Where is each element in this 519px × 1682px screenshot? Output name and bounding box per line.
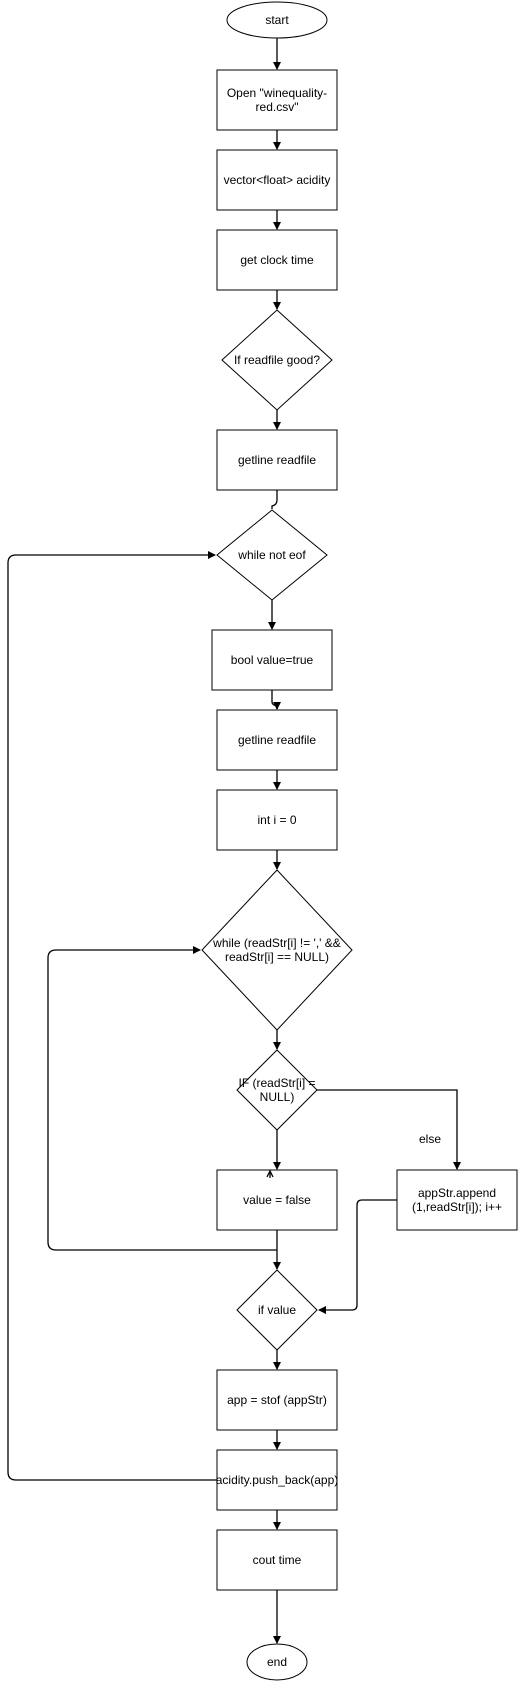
get-clock-box — [216, 229, 338, 291]
cout-time-label: cout time — [252, 1553, 302, 1567]
getline-readfile-label-2: getline readfile — [237, 733, 317, 747]
append-box — [396, 1169, 518, 1231]
stof-box — [216, 1369, 338, 1431]
get-clock-label: get clock time — [240, 253, 314, 267]
open-file-box — [216, 69, 338, 131]
edge-getline1-while — [271, 490, 278, 509]
getline-readfile-box-2 — [216, 709, 338, 771]
if-readfile-good-label: If readfile good? — [233, 353, 321, 367]
stof-label: app = stof (appStr) — [227, 1393, 327, 1407]
if-value-label: if value — [257, 1303, 297, 1317]
append-label: appStr.append (1,readStr[i]); i++ — [411, 1186, 503, 1214]
if-null-label: IF (readStr[i] = NULL) — [238, 1076, 316, 1104]
value-false-label: value = false — [243, 1193, 311, 1207]
else-label: else — [418, 1132, 441, 1146]
edge-append-ifvalue — [318, 1199, 397, 1314]
open-file-label: Open "winequality-red.csv" — [226, 86, 328, 114]
push-back-label: acidity.push_back(app) — [215, 1473, 339, 1487]
bool-value-box — [211, 629, 333, 691]
while-not-eof-label: while not eof — [238, 548, 306, 562]
push-back-box — [216, 1449, 338, 1511]
edge-loop-to-while-eof — [7, 551, 217, 1481]
vector-acidity-label: vector<float> acidity — [223, 173, 331, 187]
edge-ifnull-append — [317, 1089, 461, 1170]
while-readstr-label: while (readStr[i] != ',' && readStr[i] =… — [213, 936, 341, 964]
getline-readfile-label-1: getline readfile — [237, 453, 317, 467]
value-false-box — [216, 1169, 338, 1231]
bool-value-label: bool value=true — [230, 653, 314, 667]
edge-loop-to-while-readstr — [47, 946, 277, 1251]
start-label: start — [265, 13, 289, 27]
edge-bool-getline2 — [271, 690, 281, 710]
int-i-box — [216, 789, 338, 851]
int-i-label: int i = 0 — [257, 813, 297, 827]
end-terminal — [246, 1643, 308, 1681]
vector-acidity-box — [216, 149, 338, 211]
end-label: end — [266, 1655, 288, 1669]
edge-small-arrowhead — [266, 1169, 274, 1178]
